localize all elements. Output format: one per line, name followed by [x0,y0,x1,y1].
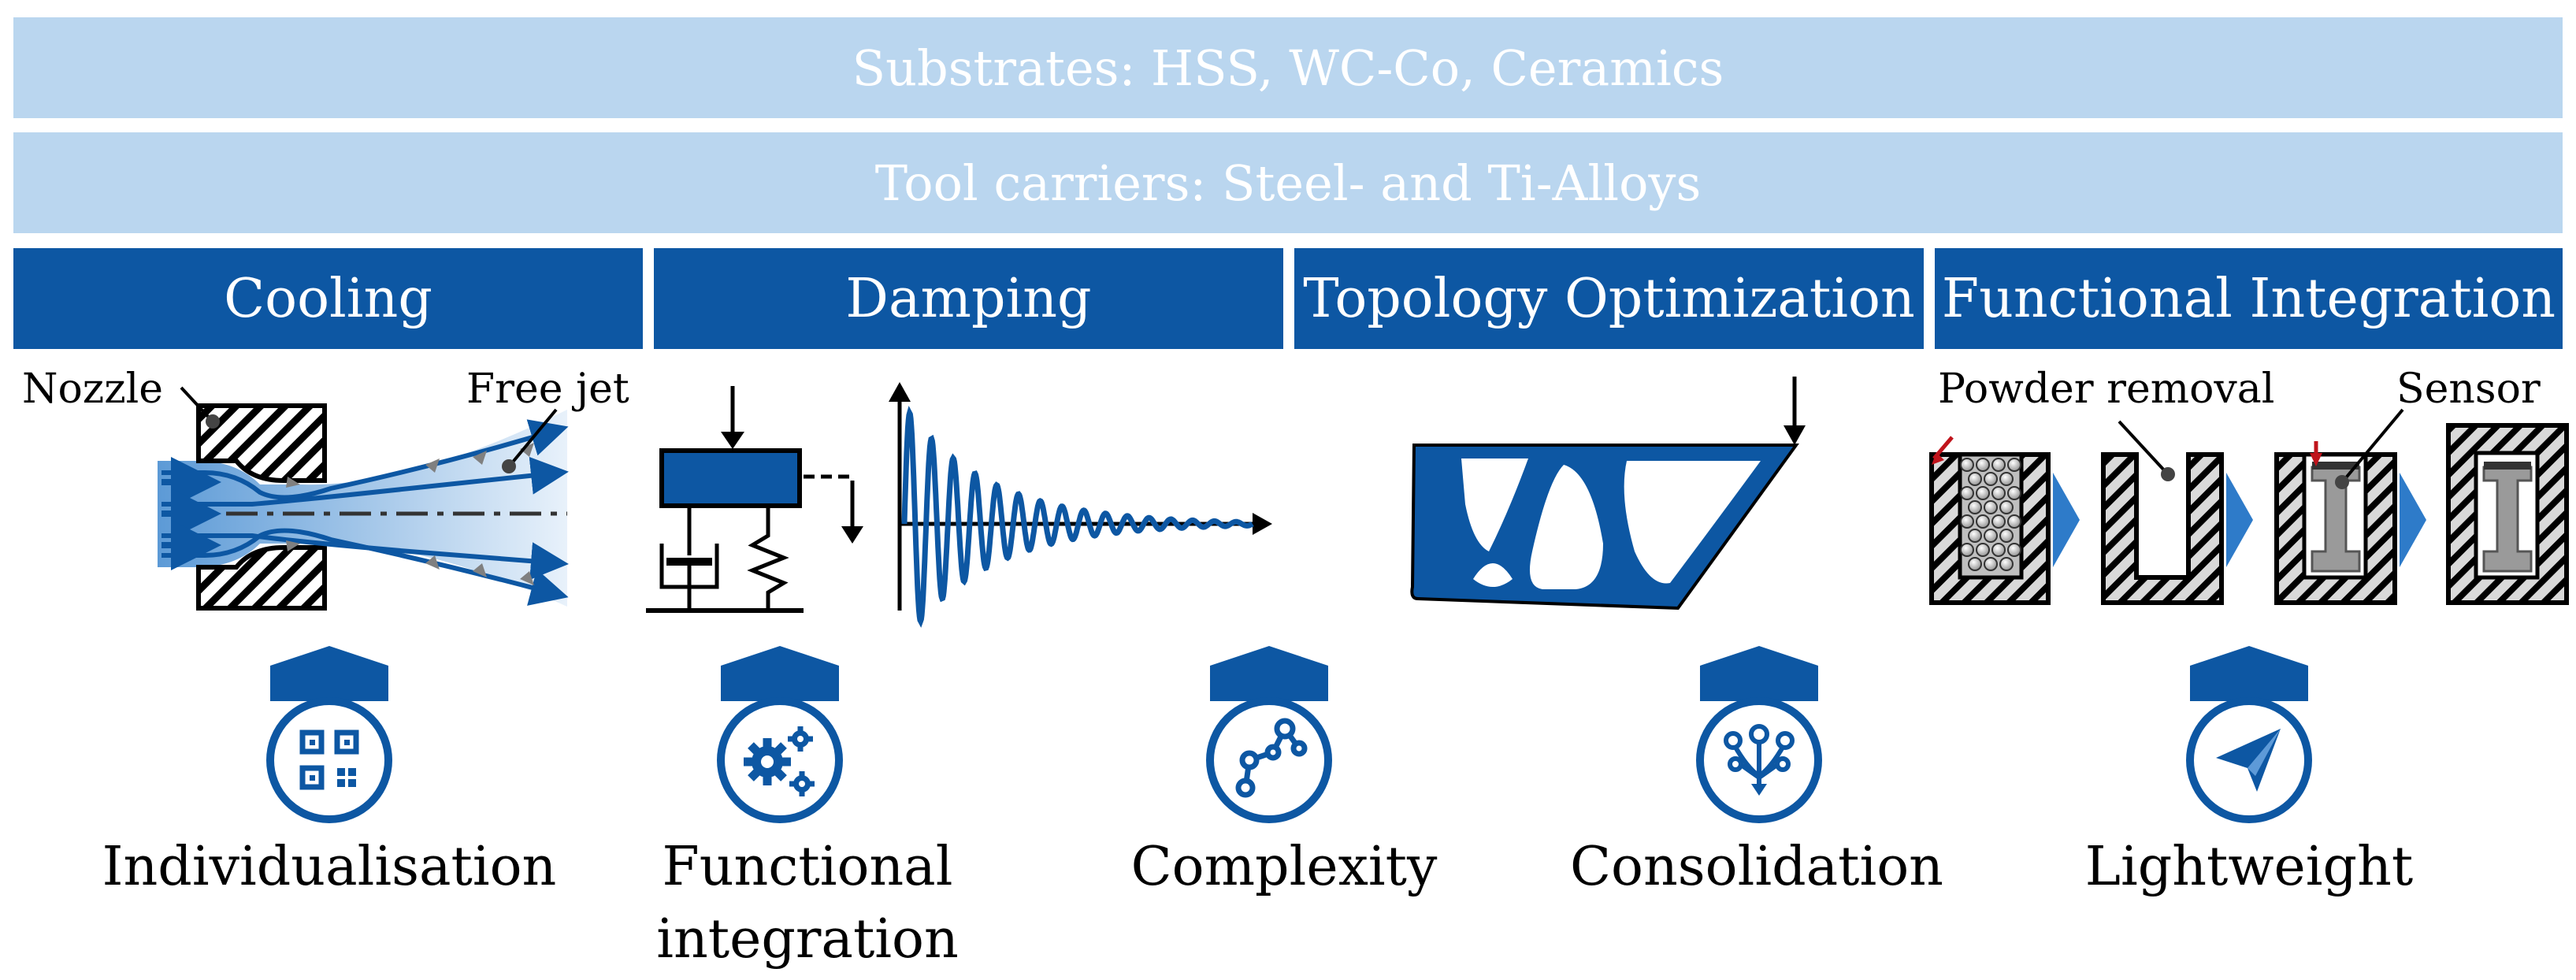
powder-removal-label: Powder removal [1938,366,2275,413]
benefit-individualisation: Individualisation [102,836,557,898]
tool-carriers-bar: Tool carriers: Steel- and Ti-Alloys [13,132,2563,233]
header-functional-integration: Functional Integration [1935,248,2563,349]
gears-icon [717,646,843,823]
sensor-label: Sensor [2396,366,2541,413]
benefit-consolidation: Consolidation [1570,836,1943,898]
header-topology-optimization: Topology Optimization [1294,248,1924,349]
header-cooling-label: Cooling [224,267,432,330]
benefit-functional-line2: integration [656,908,959,971]
free-jet-label: Free jet [466,366,629,413]
header-damping-label: Damping [845,267,1092,330]
benefit-lightweight: Lightweight [2084,836,2414,898]
tool-carriers-label: Tool carriers: Steel- and Ti-Alloys [874,154,1702,212]
header-functional-label: Functional Integration [1941,267,2556,330]
tree-icon [1696,646,1822,823]
header-damping: Damping [654,248,1283,349]
nozzle-label: Nozzle [22,366,164,413]
substrates-bar: Substrates: HSS, WC-Co, Ceramics [13,17,2563,118]
network-icon [1206,646,1332,823]
header-topology-label: Topology Optimization [1303,267,1915,330]
benefit-functional-integration: Functional integration [630,831,985,976]
benefit-functional-line1: Functional [662,836,953,898]
substrates-label: Substrates: HSS, WC-Co, Ceramics [852,39,1724,97]
qr-code-icon [266,646,392,823]
benefit-complexity: Complexity [1130,836,1438,898]
header-cooling: Cooling [13,248,643,349]
paper-plane-icon [2186,646,2312,823]
